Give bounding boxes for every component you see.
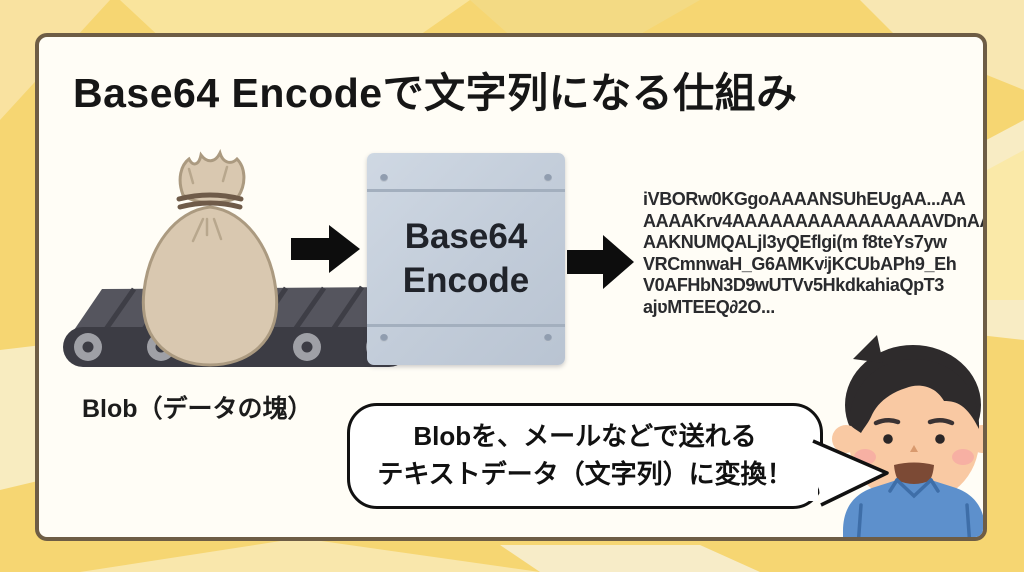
output-line: iVBORw0KGgoAAAANSUhEUgAA...AA bbox=[643, 189, 966, 209]
speech-bubble-tail bbox=[809, 439, 889, 507]
base64-encoder-box: Base64 Encode bbox=[367, 153, 565, 365]
person-illustration bbox=[832, 335, 983, 537]
output-line: AAKNUMQALjl3yQEflgi(m f8teYs7yw bbox=[643, 232, 947, 252]
output-line: AAAAKrv4AAAAAAAAAAAAAAAAVDnAAa bbox=[643, 210, 987, 231]
blob-caption: Blob（データの塊） bbox=[82, 395, 313, 423]
plate-line bbox=[367, 189, 565, 192]
encoder-label-line1: Base64 bbox=[404, 217, 528, 257]
screw-icon bbox=[380, 334, 388, 342]
output-line: V0AFHbN3D9wUTVv5HkdkahiaQpT3 bbox=[643, 275, 944, 295]
screw-icon bbox=[544, 334, 552, 342]
arrow-right-icon bbox=[567, 235, 634, 289]
encoder-label-line2: Encode bbox=[402, 261, 530, 300]
main-panel: Base64 Encodeで文字列になる仕組み bbox=[35, 33, 987, 541]
arrow-right-icon bbox=[291, 225, 360, 273]
page-title: Base64 Encodeで文字列になる仕組み bbox=[73, 70, 798, 116]
output-line: VRCmnwaH_G6AMKvʲjKCUbAPh9_Eh bbox=[643, 253, 957, 274]
blob-bag-illustration bbox=[141, 149, 279, 367]
speech-bubble: Blobを、メールなどで送れる テキストデータ（文字列）に変換！ bbox=[347, 403, 823, 509]
plate-line bbox=[367, 324, 565, 327]
encoder-label: Base64 Encode bbox=[367, 153, 565, 365]
base64-output-text: iVBORw0KGgoAAAANSUhEUgAA...AA AAAAKrv4AA… bbox=[643, 189, 983, 318]
screw-icon bbox=[544, 174, 552, 182]
speech-bubble-line1: Blobを、メールなどで送れる bbox=[413, 421, 757, 452]
output-line: ajʋMTEEQ∂2O... bbox=[643, 296, 775, 317]
screw-icon bbox=[380, 174, 388, 182]
speech-bubble-line2: テキストデータ（文字列）に変換！ bbox=[377, 459, 793, 489]
